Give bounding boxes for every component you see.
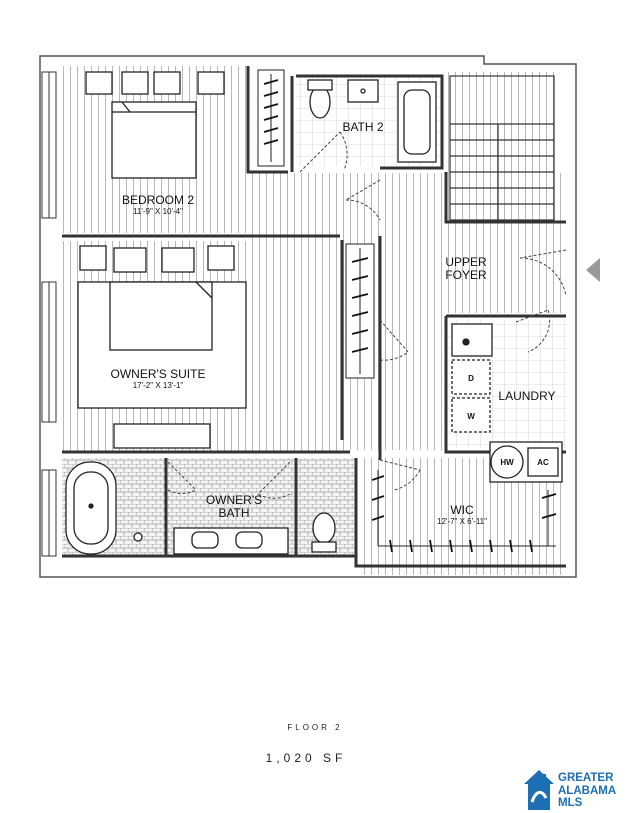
windows bbox=[41, 71, 57, 557]
house-icon bbox=[524, 770, 554, 810]
stairs bbox=[449, 75, 555, 221]
logo-line3: MLS bbox=[558, 797, 583, 809]
owners-suite-label: OWNER'S SUITE bbox=[111, 367, 206, 381]
water-heater-label: HW bbox=[500, 458, 514, 467]
hangers bbox=[263, 79, 557, 553]
bedroom2-dims: 11'-9" X 10'-4" bbox=[133, 207, 183, 216]
wic-dims: 12'-7" X 6'-11" bbox=[437, 517, 487, 526]
laundry-appliances bbox=[451, 323, 563, 483]
bath2-fixtures bbox=[307, 79, 437, 163]
dryer-label: D bbox=[468, 374, 474, 383]
floor-label: FLOOR 2 bbox=[287, 723, 343, 732]
entry-arrow-icon bbox=[586, 258, 600, 282]
upper-foyer-label-1: UPPER bbox=[445, 255, 487, 269]
stair-area bbox=[446, 72, 558, 222]
doors bbox=[167, 131, 567, 499]
upper-foyer-label-2: FOYER bbox=[445, 268, 487, 282]
owners-suite-dims: 17'-2" X 13'-1" bbox=[133, 381, 184, 390]
ac-label: AC bbox=[537, 458, 549, 467]
owners-bath-label-1: OWNER'S bbox=[206, 493, 262, 507]
owners-bath-fixtures bbox=[65, 461, 337, 555]
bath2-label: BATH 2 bbox=[342, 120, 383, 134]
laundry-label: LAUNDRY bbox=[498, 389, 555, 403]
square-footage: 1,020 SF bbox=[265, 751, 347, 765]
bedroom2-label: BEDROOM 2 bbox=[122, 193, 194, 207]
bedroom2-bed bbox=[85, 71, 225, 179]
logo: GREATER ALABAMA MLS bbox=[522, 768, 640, 813]
logo-line1: GREATER bbox=[558, 772, 614, 784]
owners-bed bbox=[77, 245, 247, 449]
owners-bath-label-2: BATH bbox=[218, 506, 249, 520]
wic-label: WIC bbox=[450, 503, 474, 517]
logo-line2: ALABAMA bbox=[558, 784, 617, 797]
washer-label: W bbox=[467, 412, 475, 421]
